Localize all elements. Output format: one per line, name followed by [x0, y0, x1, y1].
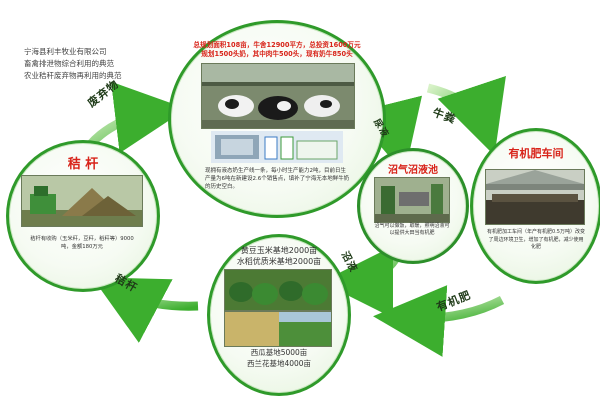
arrow-slurry — [321, 245, 400, 318]
base-heading: 黄豆玉米基地2000亩 水稻优质米基地2000亩 — [210, 245, 348, 267]
farm-heading: 总规划面积108亩，牛舍12900平方，总投资1600万元 规划1500头奶，其… — [185, 41, 369, 59]
intro-line-livestock: 畜禽排泄物综合利用的典范 — [24, 59, 114, 68]
workshop-title: 有机肥车间 — [508, 147, 564, 160]
arrow-manure — [426, 75, 506, 156]
base-footer-line2: 西兰花基地4000亩 — [246, 359, 312, 368]
biogas-title: 沼气沼液池 — [388, 165, 438, 176]
arrow-organic-fertilizer — [373, 285, 505, 357]
biogas-node: 沼气沼液池 沼气可以做饭，取暖，照明沼液可以提供大田当有机肥 — [357, 148, 469, 264]
base-heading-line2: 水稻优质米基地2000亩 — [236, 257, 322, 266]
straw-title: 秸 杆 — [67, 157, 99, 172]
straw-processing-photo — [21, 175, 143, 227]
farm-heading-line1: 总规划面积108亩，牛舍12900平方，总投资1600万元 — [193, 41, 361, 49]
base-footer: 西瓜基地5000亩 西兰花基地4000亩 — [210, 347, 348, 369]
cow-barn-photo — [201, 63, 355, 129]
planting-base-node: 黄豆玉米基地2000亩 水稻优质米基地2000亩 西瓜基地5000亩 西兰花基地… — [207, 234, 351, 396]
dairy-farm-node: 总规划面积108亩，牛舍12900平方，总投资1600万元 规划1500头奶，其… — [168, 20, 386, 218]
workshop-description: 有机肥加工车间（年产有机肥0.5万吨）改变了周边环境卫生，增加了有机肥，减少使用… — [487, 229, 585, 250]
farm-description: 现拥有液态奶生产线一条，每小时生产能力2吨，目前日生产量为6吨在新建设2.6个销… — [205, 168, 350, 190]
biogas-description: 沼气可以做饭，取暖，照明沼液可以提供大田当有机肥 — [374, 223, 450, 236]
farm-heading-line2: 规划1500头奶，其中肉牛500头，现有奶牛850头 — [201, 50, 353, 58]
biogas-tank-photo — [374, 177, 450, 223]
fertilizer-workshop-node: 有机肥车间 有机肥加工车间（年产有机肥0.5万吨）改变了周边环境卫生，增加了有机… — [470, 128, 600, 284]
base-heading-line1: 黄豆玉米基地2000亩 — [240, 246, 318, 255]
fields-photo — [224, 311, 332, 347]
intro-text: 宁海县利丰牧业有限公司 畜禽排泄物综合利用的典范 农业秸秆废弃物再利用的典范 — [24, 46, 174, 82]
straw-node: 秸 杆 秸杆有收购（玉米秆，豆秆，稻秆等）9000吨，金额180万元 — [6, 140, 160, 292]
watermelon-photo — [224, 269, 332, 311]
dairy-products-photo — [211, 131, 343, 163]
base-footer-line1: 西瓜基地5000亩 — [250, 348, 308, 357]
intro-line-straw: 农业秸秆废弃物再利用的典范 — [24, 71, 122, 80]
arrow-straw — [92, 277, 199, 343]
intro-company: 宁海县利丰牧业有限公司 — [24, 47, 107, 56]
straw-description: 秸杆有收购（玉米秆，豆秆，稻秆等）9000吨，金额180万元 — [30, 236, 134, 250]
workshop-photo — [485, 169, 585, 225]
